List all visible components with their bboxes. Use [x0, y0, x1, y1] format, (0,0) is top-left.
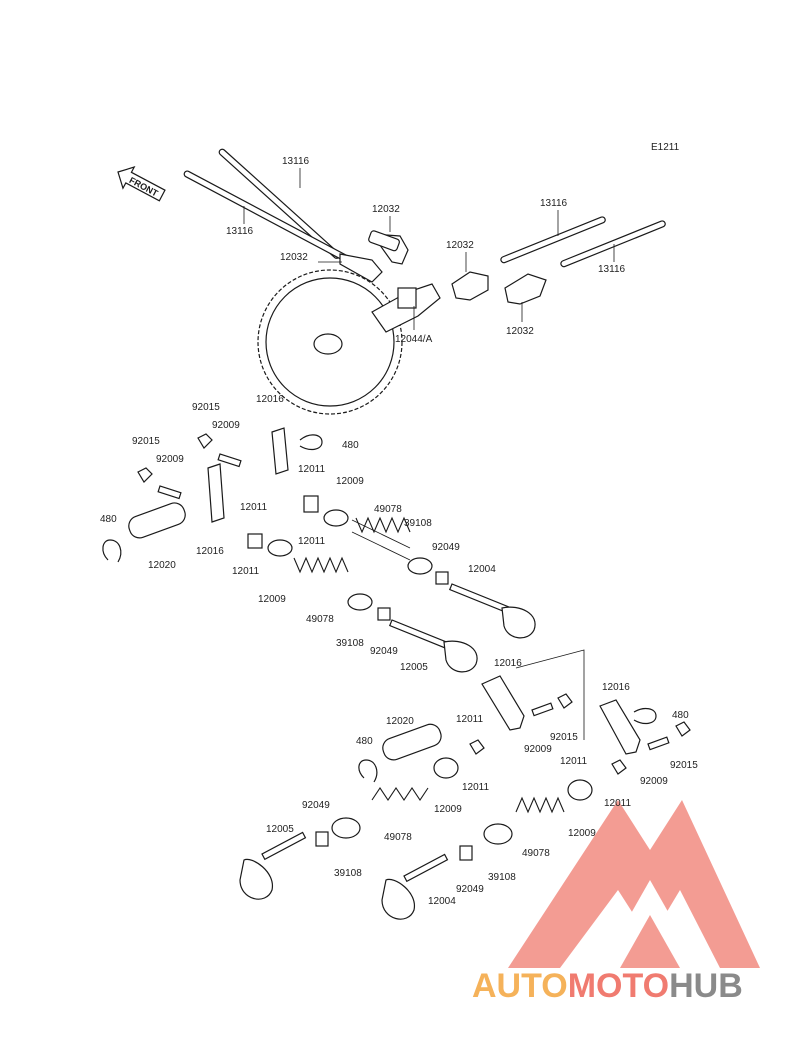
part-label: 12011	[462, 782, 490, 793]
part-label: 49078	[306, 614, 334, 625]
part-label: 12016	[196, 546, 224, 557]
push-rods-left	[183, 148, 354, 265]
part-label: 39108	[336, 638, 364, 649]
part-label: 92009	[156, 454, 184, 465]
part-label: 92015	[670, 760, 698, 771]
part-label: 480	[342, 440, 359, 451]
part-label: 12044/A	[395, 334, 433, 345]
part-label: 12016	[494, 658, 522, 669]
part-label: 12032	[506, 326, 534, 337]
part-label: 12011	[456, 714, 484, 725]
part-label: 12005	[400, 662, 428, 673]
valve-assembly-lower	[239, 757, 593, 920]
part-label: 480	[100, 514, 117, 525]
part-label: 12009	[336, 476, 364, 487]
valve-assembly-middle	[247, 495, 536, 673]
part-label: 13116	[598, 264, 626, 275]
part-label: 12020	[386, 716, 414, 727]
part-label: 12009	[568, 828, 596, 839]
part-label: 480	[672, 710, 689, 721]
part-label: 39108	[334, 868, 362, 879]
part-labels: 13116 13116 12032 12032 12032 12032 1311…	[100, 156, 698, 907]
part-label: 12032	[280, 252, 308, 263]
part-label: 12005	[266, 824, 294, 835]
part-label: 39108	[404, 518, 432, 529]
part-label: 92049	[432, 542, 460, 553]
part-label: 12032	[446, 240, 474, 251]
part-label: 12016	[602, 682, 630, 693]
part-label: 92049	[370, 646, 398, 657]
watermark-brand-3: HUB	[669, 967, 743, 1005]
leader-lines	[243, 168, 615, 330]
part-label: 49078	[374, 504, 402, 515]
part-label: 92015	[550, 732, 578, 743]
part-label: 92015	[192, 402, 220, 413]
part-label: 12016	[256, 394, 284, 405]
rocker-assembly-lower	[358, 649, 691, 783]
part-label: 12009	[258, 594, 286, 605]
watermark-brand-2: MOTO	[568, 967, 669, 1005]
part-label: 92049	[302, 800, 330, 811]
part-label: 92009	[640, 776, 668, 787]
part-label: 92049	[456, 884, 484, 895]
rocker-assembly-upper	[102, 427, 323, 563]
part-label: 12011	[298, 464, 326, 475]
part-label: 12011	[298, 536, 326, 547]
part-label: 13116	[226, 226, 254, 237]
part-label: 13116	[540, 198, 568, 209]
part-label: 92009	[212, 420, 240, 431]
part-label: 12009	[434, 804, 462, 815]
watermark-logo	[508, 800, 760, 968]
push-rods-right	[500, 216, 666, 268]
diagram-code: E1211	[651, 142, 680, 153]
part-label: 12004	[428, 896, 456, 907]
front-arrow-icon: FRONT	[117, 166, 166, 202]
part-label: 12011	[232, 566, 260, 577]
part-label: 12020	[148, 560, 176, 571]
part-label: 13116	[282, 156, 310, 167]
part-label: 12032	[372, 204, 400, 215]
part-label: 49078	[384, 832, 412, 843]
part-label: 12011	[560, 756, 588, 767]
watermark-triangle-icon	[508, 800, 760, 968]
part-label: 92015	[132, 436, 160, 447]
watermark-brand-1: AUTO	[472, 967, 568, 1005]
part-label: 12004	[468, 564, 496, 575]
tappets	[339, 230, 547, 305]
part-label: 12011	[604, 798, 632, 809]
part-label: 92009	[524, 744, 552, 755]
part-label: 39108	[488, 872, 516, 883]
part-label: 480	[356, 736, 373, 747]
camshaft-gear	[257, 269, 441, 415]
part-label: 12011	[240, 502, 268, 513]
part-label: 49078	[522, 848, 550, 859]
watermark-text: AUTOMOTOHUB	[472, 967, 743, 1005]
